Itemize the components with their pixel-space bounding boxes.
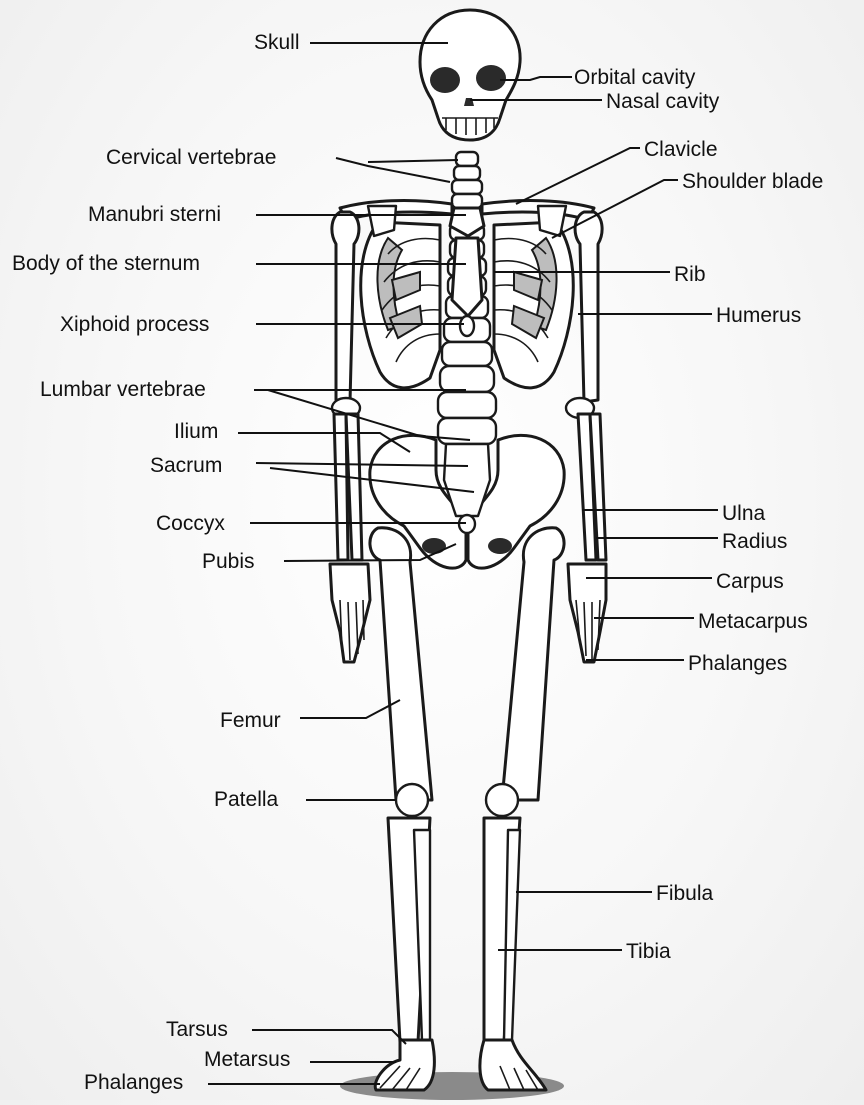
left-leg bbox=[480, 528, 564, 1090]
label-cervical-vertebrae: Cervical vertebrae bbox=[106, 146, 276, 170]
label-fibula: Fibula bbox=[656, 882, 713, 906]
label-lumbar-vertebrae: Lumbar vertebrae bbox=[40, 378, 206, 402]
leader-tarsus bbox=[252, 1030, 406, 1044]
leader-cervical-vertebrae bbox=[336, 158, 458, 182]
label-xiphoid-process: Xiphoid process bbox=[60, 313, 209, 337]
leader-clavicle bbox=[516, 148, 640, 204]
label-shoulder-blade: Shoulder blade bbox=[682, 170, 823, 194]
label-radius: Radius bbox=[722, 530, 787, 554]
label-metarsus: Metarsus bbox=[204, 1048, 290, 1072]
label-metacarpus: Metacarpus bbox=[698, 610, 808, 634]
label-skull: Skull bbox=[254, 31, 300, 55]
label-clavicle: Clavicle bbox=[644, 138, 718, 162]
leader-femur bbox=[300, 700, 400, 718]
label-pubis: Pubis bbox=[202, 550, 255, 574]
label-phalanges-hand: Phalanges bbox=[688, 652, 787, 676]
label-ilium: Ilium bbox=[174, 420, 218, 444]
label-ulna: Ulna bbox=[722, 502, 765, 526]
label-rib: Rib bbox=[674, 263, 706, 287]
label-femur: Femur bbox=[220, 709, 281, 733]
right-leg bbox=[370, 528, 434, 1090]
label-orbital-cavity: Orbital cavity bbox=[574, 66, 695, 90]
label-coccyx: Coccyx bbox=[156, 512, 225, 536]
label-carpus: Carpus bbox=[716, 570, 784, 594]
label-nasal-cavity: Nasal cavity bbox=[606, 90, 719, 114]
label-body-of-sternum: Body of the sternum bbox=[12, 252, 200, 276]
label-patella: Patella bbox=[214, 788, 278, 812]
label-tibia: Tibia bbox=[626, 940, 671, 964]
label-manubri-sterni: Manubri sterni bbox=[88, 203, 221, 227]
skull-bone bbox=[420, 10, 520, 140]
label-phalanges-foot: Phalanges bbox=[84, 1071, 183, 1095]
label-sacrum: Sacrum bbox=[150, 454, 222, 478]
label-tarsus: Tarsus bbox=[166, 1018, 228, 1042]
leader-sacrum bbox=[256, 463, 474, 492]
label-humerus: Humerus bbox=[716, 304, 801, 328]
